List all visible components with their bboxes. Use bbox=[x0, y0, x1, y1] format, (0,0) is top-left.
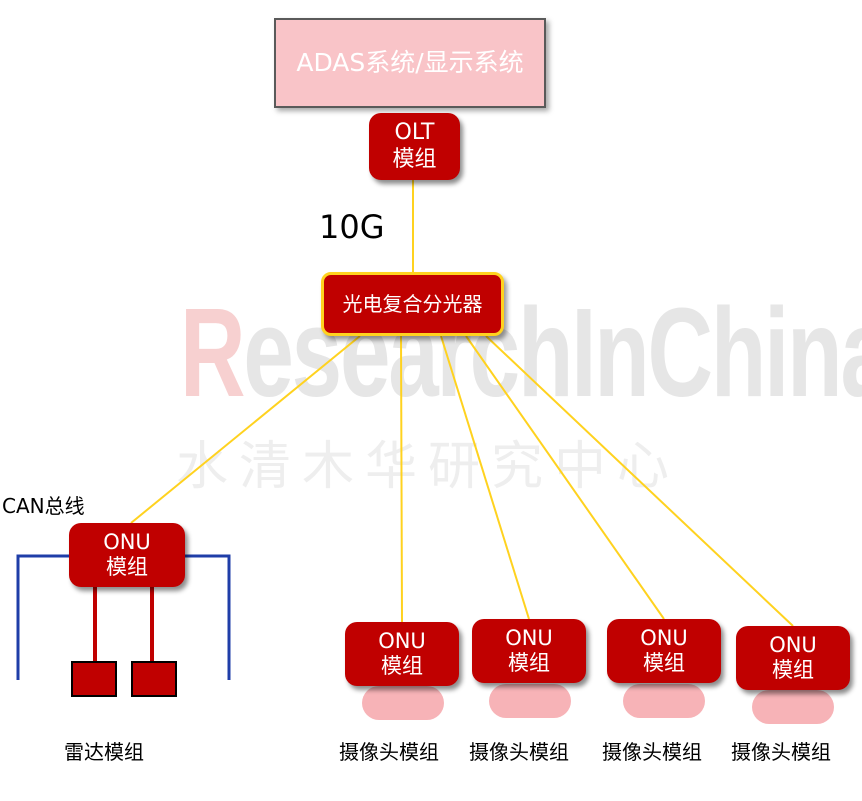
radar-onu-module: ONU 模组 bbox=[69, 523, 185, 587]
olt-module-subtitle: 模组 bbox=[392, 146, 437, 172]
can-bus-left-line bbox=[16, 554, 69, 680]
camera-lens-shape bbox=[489, 684, 571, 718]
camera-module-label: 摄像头模组 bbox=[469, 740, 569, 764]
adas-display-system-box: ADAS系统/显示系统 bbox=[274, 18, 546, 108]
camera-lens-shape bbox=[752, 690, 834, 724]
splitter-to-camera-onu-4-link bbox=[485, 335, 794, 627]
radar-sensor-block bbox=[131, 661, 177, 697]
olt-module: OLT 模组 bbox=[369, 113, 460, 180]
splitter-to-camera-onu-2-link bbox=[440, 335, 530, 620]
olt-module-title: OLT bbox=[394, 120, 435, 146]
splitter-to-radar-onu-link bbox=[130, 335, 361, 524]
camera-onu-subtitle: 模组 bbox=[507, 651, 550, 675]
camera-module-label: 摄像头模组 bbox=[731, 740, 831, 764]
camera-module-label: 摄像头模组 bbox=[602, 740, 702, 764]
camera-onu-module: ONU 模组 bbox=[345, 622, 459, 686]
camera-lens-shape bbox=[623, 684, 705, 718]
camera-onu-module: ONU 模组 bbox=[607, 619, 721, 683]
camera-module-label: 摄像头模组 bbox=[339, 740, 439, 764]
can-bus-right-line bbox=[185, 554, 231, 680]
camera-onu-subtitle: 模组 bbox=[380, 654, 423, 678]
camera-onu-module: ONU 模组 bbox=[472, 619, 586, 683]
radar-sensor-block bbox=[71, 661, 117, 697]
watermark-chinese: 水清木华研究中心 bbox=[176, 437, 681, 497]
camera-onu-title: ONU bbox=[769, 632, 817, 657]
camera-onu-subtitle: 模组 bbox=[642, 651, 685, 675]
radar-module-label: 雷达模组 bbox=[64, 740, 144, 764]
radar-onu-title: ONU bbox=[103, 529, 151, 554]
camera-lens-shape bbox=[362, 686, 444, 720]
link-speed-label: 10G bbox=[319, 208, 385, 246]
camera-onu-title: ONU bbox=[378, 628, 426, 653]
radar-onu-subtitle: 模组 bbox=[105, 555, 148, 579]
camera-onu-title: ONU bbox=[505, 625, 553, 650]
camera-onu-title: ONU bbox=[640, 625, 688, 650]
camera-onu-module: ONU 模组 bbox=[736, 626, 850, 690]
camera-onu-subtitle: 模组 bbox=[771, 658, 814, 682]
can-bus-label: CAN总线 bbox=[2, 494, 85, 518]
splitter-to-camera-onu-1-link bbox=[400, 335, 403, 623]
splitter-to-camera-onu-3-link bbox=[465, 335, 665, 620]
optoelectronic-splitter: 光电复合分光器 bbox=[321, 272, 504, 336]
